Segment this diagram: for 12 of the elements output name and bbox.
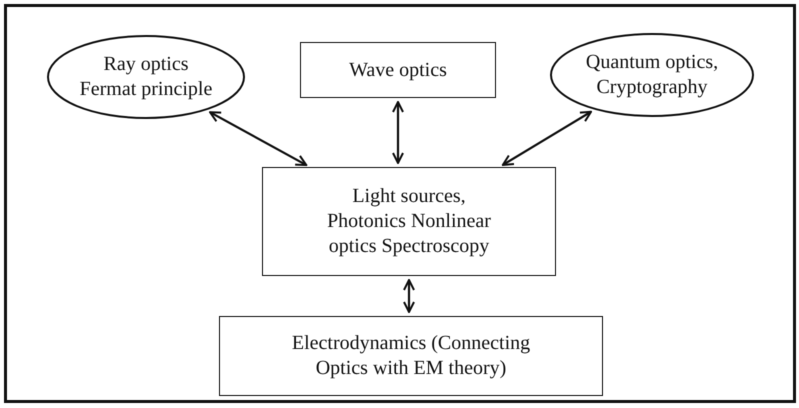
node-label: Ray optics Fermat principle xyxy=(78,52,214,102)
node-label: Electrodynamics (Connecting Optics with EM theory) xyxy=(290,331,532,381)
double-arrow xyxy=(392,101,404,164)
node-label: Wave optics xyxy=(349,58,447,82)
process-box xyxy=(219,316,603,396)
double-arrow xyxy=(403,279,415,313)
node-label: Light sources, Photonics Nonlinear optics Spectroscopy xyxy=(326,184,492,259)
node-label: Quantum optics, Cryptography xyxy=(584,50,720,100)
process-box xyxy=(262,167,556,276)
process-box xyxy=(300,42,496,98)
double-arrow xyxy=(209,111,308,166)
double-arrow xyxy=(502,110,592,166)
